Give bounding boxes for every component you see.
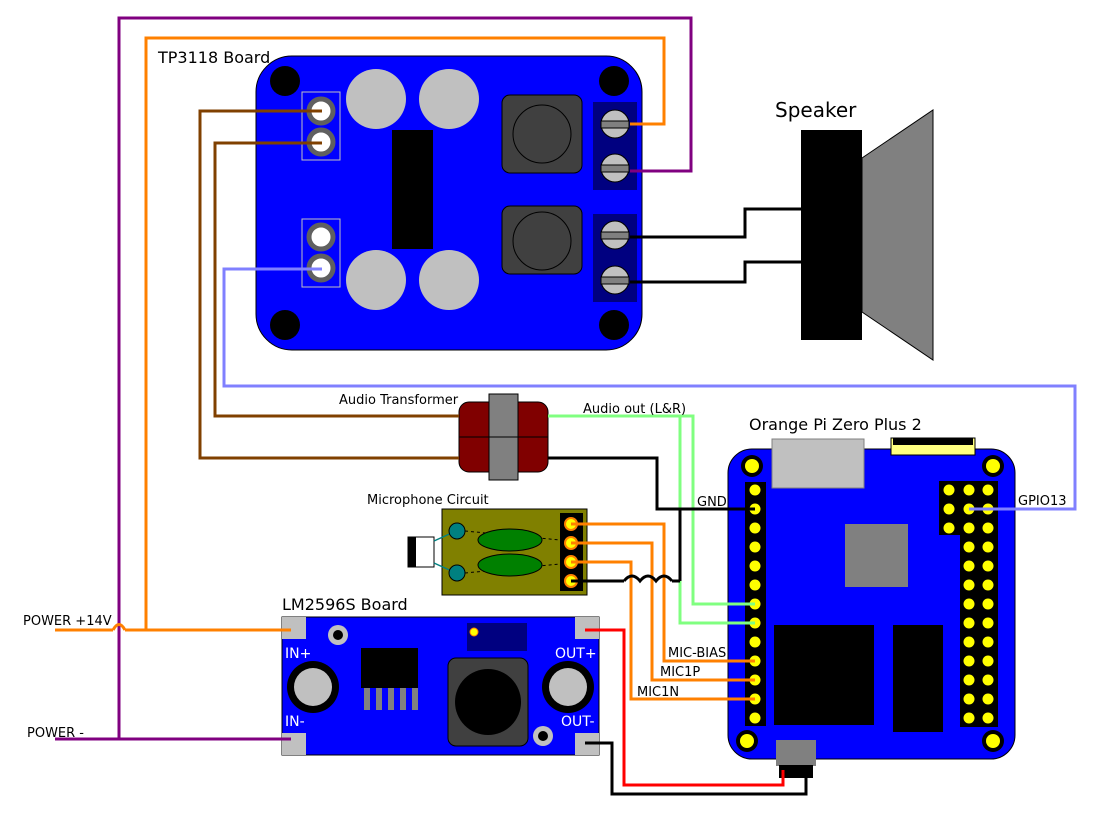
- label-audio-transformer: Audio Transformer: [339, 393, 459, 408]
- label-power-positive: POWER +14V: [23, 614, 112, 629]
- microphone-circuit: [407, 508, 588, 596]
- label-lm2596s: LM2596S Board: [282, 595, 408, 614]
- label-mic-bias: MIC-BIAS: [668, 646, 726, 661]
- wire-out-positive: [585, 628, 785, 787]
- label-in-negative: IN-: [285, 714, 305, 730]
- label-mic1n: MIC1N: [637, 685, 679, 700]
- label-audio-out: Audio out (L&R): [583, 402, 686, 417]
- label-power-negative: POWER -: [27, 726, 84, 741]
- labels: TP3118 Board Speaker Audio Transformer A…: [23, 48, 1067, 741]
- label-speaker: Speaker: [775, 98, 857, 122]
- wire-out-negative: [585, 741, 808, 796]
- wire-gnd: [548, 456, 755, 511]
- wire-speaker: [630, 207, 801, 239]
- orange-pi-board: [727, 437, 1016, 778]
- label-gnd: GND: [697, 495, 727, 510]
- wire-gpio13: [222, 267, 1077, 511]
- label-orange-pi: Orange Pi Zero Plus 2: [749, 415, 922, 434]
- wire-mic-bias: [571, 522, 755, 663]
- label-mic1p: MIC1P: [660, 665, 700, 680]
- label-tp3118: TP3118 Board: [157, 48, 270, 67]
- label-out-negative: OUT-: [561, 714, 595, 730]
- lm2596s-board: [281, 616, 600, 756]
- label-microphone: Microphone Circuit: [367, 493, 489, 508]
- wire-mic1p: [571, 541, 755, 682]
- speaker: [801, 109, 934, 361]
- label-in-positive: IN+: [285, 646, 311, 662]
- wire-mic1n: [571, 560, 755, 701]
- wire-transformer-primary: [198, 109, 459, 460]
- wires: [55, 16, 1077, 796]
- audio-transformer: [458, 393, 549, 481]
- wire-power-negative: [55, 16, 693, 741]
- label-gpio13: GPIO13: [1018, 494, 1067, 509]
- label-out-positive: OUT+: [555, 646, 597, 662]
- tp3118-board: [255, 55, 643, 351]
